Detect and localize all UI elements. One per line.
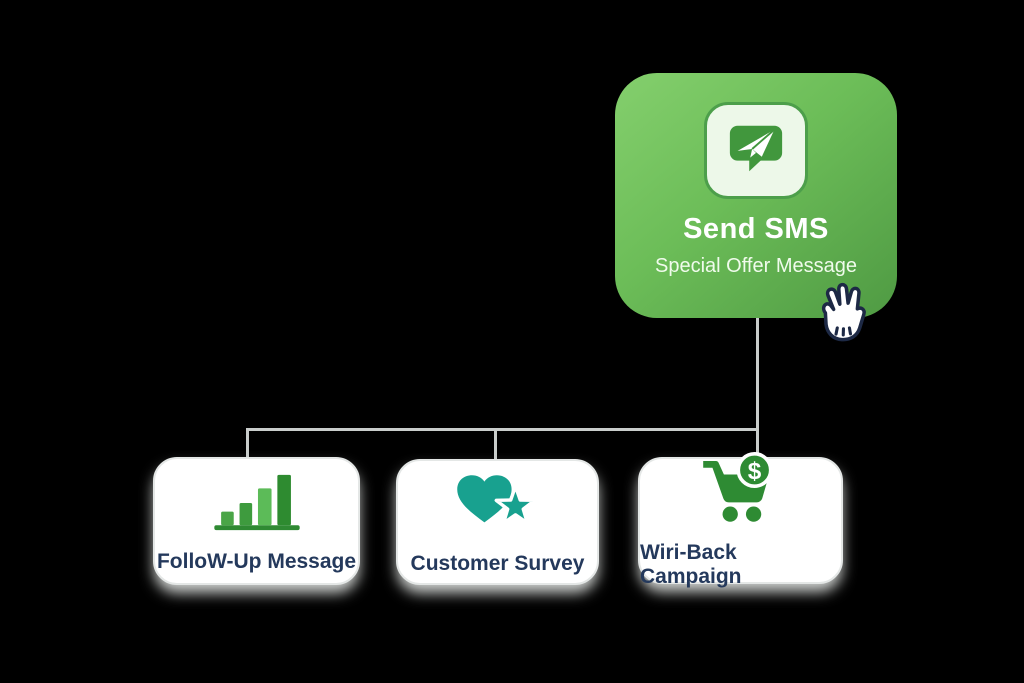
node-label: Customer Survey bbox=[410, 551, 585, 575]
node-follow-up-message[interactable]: FolloW-Up Message bbox=[153, 457, 360, 585]
connector-root-vertical bbox=[756, 318, 759, 431]
root-node-title: Send SMS bbox=[683, 213, 829, 245]
connector-stub-left bbox=[246, 428, 249, 459]
svg-text:$: $ bbox=[747, 458, 761, 485]
root-node-subtitle: Special Offer Message bbox=[655, 255, 857, 277]
node-customer-survey[interactable]: Customer Survey bbox=[396, 459, 599, 585]
connector-horizontal bbox=[246, 428, 759, 431]
cart-dollar-icon: $ bbox=[695, 452, 787, 529]
node-label: FolloW-Up Message bbox=[156, 549, 357, 573]
heart-star-icon bbox=[450, 469, 546, 540]
chat-paper-plane-icon bbox=[725, 118, 787, 183]
bar-chart-icon bbox=[212, 469, 302, 538]
node-label: Wiri-Back Campaign bbox=[640, 541, 742, 588]
node-send-sms[interactable]: Send SMS Special Offer Message bbox=[615, 73, 897, 318]
sms-icon-tile bbox=[704, 102, 808, 199]
node-wiri-back-campaign[interactable]: $ Wiri-Back Campaign bbox=[638, 452, 843, 588]
connector-stub-right bbox=[756, 428, 759, 459]
grab-hand-cursor-icon bbox=[812, 281, 878, 352]
connector-stub-middle bbox=[494, 428, 497, 461]
